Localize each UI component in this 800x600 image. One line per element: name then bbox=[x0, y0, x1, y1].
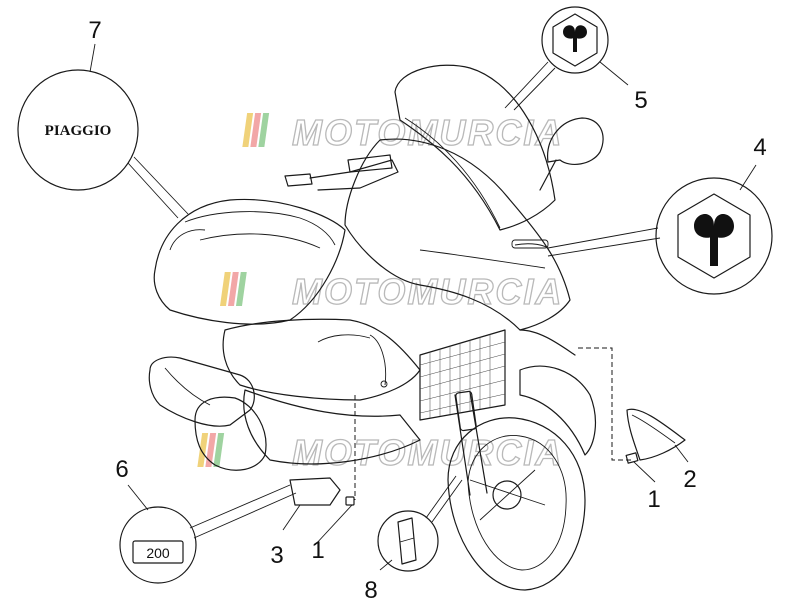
tail-light bbox=[169, 229, 206, 251]
leader-7 bbox=[89, 43, 96, 73]
callout-5: 5 bbox=[634, 87, 647, 114]
piaggio-emblem-icon bbox=[694, 213, 734, 266]
side-panel bbox=[222, 318, 421, 401]
watermark-top: MOTOMURCIA bbox=[242, 111, 563, 154]
mirror-stem bbox=[539, 159, 557, 191]
callout-1-left: 1 bbox=[311, 537, 324, 564]
lower-fairing bbox=[519, 329, 576, 356]
seat-crease bbox=[199, 233, 321, 249]
plate-text: 200 bbox=[146, 545, 170, 561]
front-hub bbox=[492, 480, 522, 510]
fork-right bbox=[469, 391, 488, 494]
scooter-outline bbox=[148, 64, 604, 591]
front-rim bbox=[467, 435, 567, 571]
rear-body bbox=[153, 198, 346, 325]
rear-wheel bbox=[194, 396, 267, 471]
leader-4 bbox=[739, 164, 757, 191]
callout-1-right: 1 bbox=[647, 486, 660, 513]
callout-4: 4 bbox=[753, 134, 766, 161]
decal-panel bbox=[289, 477, 341, 506]
exhaust-muffler bbox=[148, 356, 255, 427]
piaggio-badge: PIAGGIO bbox=[17, 69, 139, 191]
watermark-stripe bbox=[242, 113, 254, 147]
leader-1-left bbox=[314, 504, 353, 546]
trim-clip bbox=[625, 452, 639, 464]
leader-8 bbox=[379, 559, 393, 571]
leader-6-to-panel bbox=[189, 484, 297, 539]
callout-6: 6 bbox=[115, 456, 128, 483]
callout-2: 2 bbox=[683, 466, 696, 493]
handlebar-lever bbox=[309, 159, 399, 191]
radiator-grille bbox=[419, 329, 506, 421]
leader-5 bbox=[599, 61, 629, 86]
fairing-pin-wire bbox=[369, 334, 387, 386]
windscreen bbox=[394, 64, 556, 231]
part-2-trim bbox=[625, 408, 686, 464]
front-indicator bbox=[511, 239, 549, 249]
decal-badge bbox=[377, 510, 439, 572]
watermark-stripe bbox=[250, 113, 262, 147]
exhaust-detail bbox=[164, 367, 211, 406]
fairing-pin bbox=[380, 380, 388, 388]
piaggio-badge-text: PIAGGIO bbox=[45, 123, 112, 139]
plate-badge: 200 bbox=[119, 506, 197, 584]
leader-3 bbox=[282, 504, 301, 531]
watermark-bottom: MOTOMURCIA bbox=[197, 431, 563, 474]
leader-8-to-fork bbox=[425, 475, 463, 523]
leader-5-to-screen bbox=[504, 61, 556, 111]
leader-4-to-fairing bbox=[547, 227, 661, 257]
left-grip bbox=[284, 173, 313, 187]
fork-cover bbox=[455, 390, 477, 432]
leader-1-right bbox=[633, 461, 656, 483]
front-fender bbox=[519, 365, 596, 456]
watermark-stripe bbox=[235, 272, 247, 306]
emblem-badge-right bbox=[655, 177, 773, 295]
watermark-text: MOTOMURCIA bbox=[292, 271, 563, 312]
indicator-line bbox=[514, 243, 549, 249]
mirror bbox=[547, 117, 604, 166]
callout-8: 8 bbox=[364, 577, 377, 600]
callout-3: 3 bbox=[270, 542, 283, 569]
watermark-stripe bbox=[227, 272, 239, 306]
floorboard bbox=[243, 389, 421, 465]
number-plate-icon: 200 bbox=[132, 540, 184, 564]
watermark-stripe bbox=[197, 433, 209, 467]
clip-1-left bbox=[345, 496, 355, 506]
brake-disc bbox=[469, 469, 546, 521]
watermark-stripe bbox=[258, 113, 270, 147]
leader-2 bbox=[674, 444, 689, 463]
watermark-text: MOTOMURCIA bbox=[292, 112, 563, 153]
windscreen-edge bbox=[404, 117, 501, 229]
decal-strip-icon bbox=[397, 517, 417, 565]
fairing-crease bbox=[419, 249, 546, 269]
assembly-guide-right bbox=[578, 347, 632, 461]
side-panel-vent bbox=[317, 334, 371, 343]
trim-piece bbox=[626, 408, 686, 461]
trim-inner bbox=[631, 414, 676, 444]
front-wheel bbox=[447, 417, 586, 591]
piaggio-emblem-icon bbox=[563, 25, 587, 52]
brake-reservoir bbox=[347, 154, 393, 173]
callout-7: 7 bbox=[88, 17, 101, 44]
emblem-badge-top bbox=[541, 6, 609, 74]
watermark-stripe bbox=[213, 433, 225, 467]
watermark-text: MOTOMURCIA bbox=[292, 432, 563, 473]
leader-7-to-body bbox=[127, 156, 189, 219]
watermark-middle: MOTOMURCIA bbox=[219, 270, 563, 313]
leader-6 bbox=[127, 484, 149, 511]
seat-outline bbox=[184, 211, 336, 246]
watermark-stripe bbox=[219, 272, 231, 306]
